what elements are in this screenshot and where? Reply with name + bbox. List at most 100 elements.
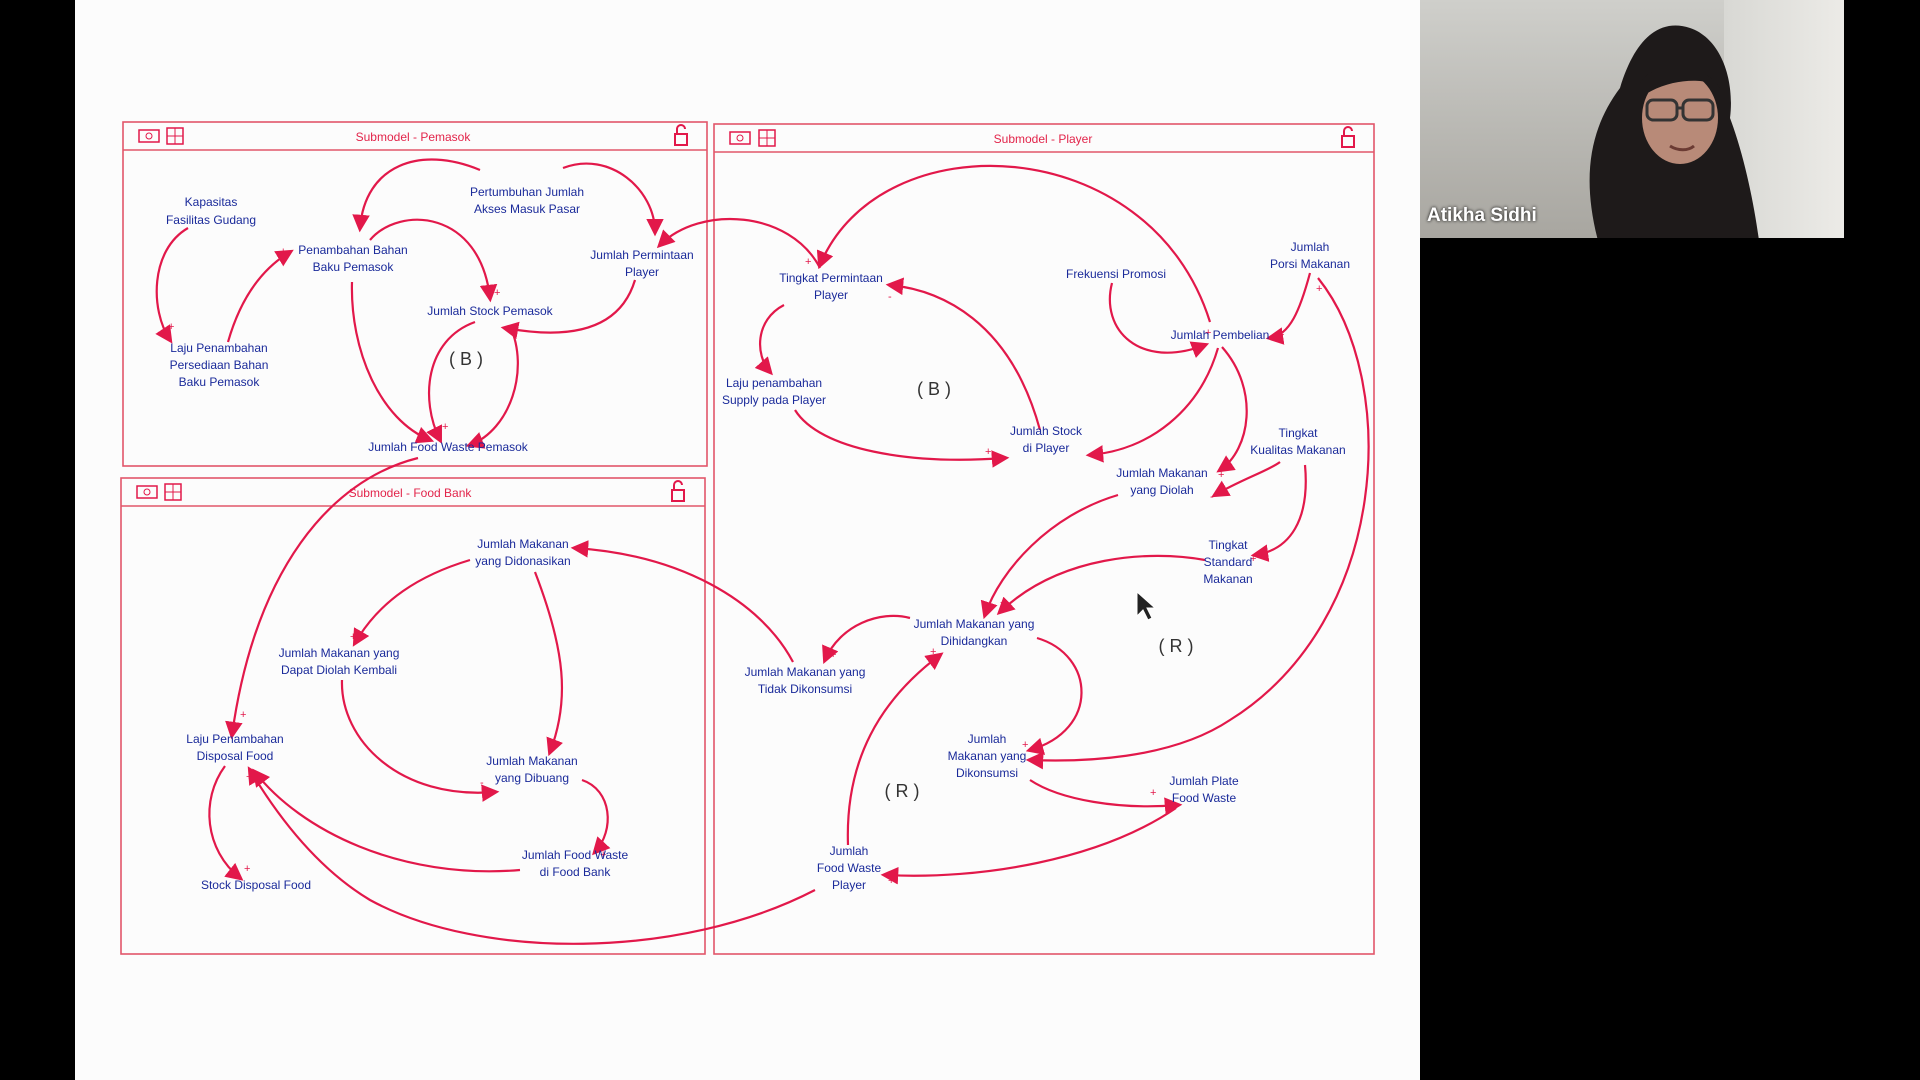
grid-icon[interactable] bbox=[166, 127, 184, 145]
view-toggle-icon[interactable] bbox=[136, 485, 158, 499]
link-dihidangkan-dikonsumsi bbox=[1025, 636, 1083, 755]
node-tidak-dikonsumsi-line1: Jumlah Makanan yang bbox=[745, 665, 866, 679]
participant-video-tile[interactable]: Atikha Sidhi bbox=[1420, 0, 1844, 238]
link-stock-foodwaste-2 bbox=[465, 325, 519, 449]
svg-text:-: - bbox=[888, 291, 892, 303]
node-kualitas-line1: Tingkat bbox=[1279, 426, 1319, 440]
node-tidak-dikonsumsi-line2: Tidak Dikonsumsi bbox=[758, 682, 852, 696]
svg-text:-: - bbox=[480, 777, 484, 789]
loop-balancing-pemasok: ( B ) bbox=[449, 349, 483, 369]
link-kapasitas-laju bbox=[155, 227, 189, 344]
link-fwpemasok-lajudisposal bbox=[225, 456, 419, 740]
link-fwplayer-lajudisposal bbox=[247, 766, 816, 945]
link-porsi-dikonsumsi bbox=[1025, 277, 1370, 770]
node-fw-foodbank-line2: di Food Bank bbox=[540, 865, 612, 879]
panel-pemasok: Submodel - Pemasok bbox=[122, 121, 708, 467]
slide-canvas bbox=[75, 0, 1420, 1080]
node-permintaan-line1: Jumlah Permintaan bbox=[590, 248, 693, 262]
link-didonasikan-dibuang bbox=[533, 571, 564, 757]
svg-text:+: + bbox=[1022, 739, 1028, 751]
svg-text:+: + bbox=[600, 849, 606, 861]
svg-text:+: + bbox=[432, 429, 438, 441]
link-fwfoodbank-lajudisposal bbox=[252, 768, 521, 873]
link-pembelian-tingkat bbox=[816, 164, 1212, 323]
link-stock-tingkat bbox=[885, 277, 1042, 431]
node-diolah-kembali-line2: Dapat Diolah Kembali bbox=[281, 663, 397, 677]
node-pembelian: Jumlah Pembelian bbox=[1171, 328, 1270, 342]
node-kualitas-line2: Kualitas Makanan bbox=[1250, 443, 1345, 457]
svg-text:+: + bbox=[168, 321, 174, 333]
node-plate-line2: Food Waste bbox=[1172, 791, 1237, 805]
link-tingkat-laju-supply bbox=[754, 304, 785, 376]
view-toggle-icon[interactable] bbox=[138, 129, 160, 143]
node-tingkat-permintaan-line1: Tingkat Permintaan bbox=[779, 271, 883, 285]
link-didonasikan-diolahkembali bbox=[352, 558, 471, 647]
participant-name: Atikha Sidhi bbox=[1427, 205, 1537, 226]
svg-text:+: + bbox=[985, 446, 991, 458]
loop-markers: ( B ) ( B ) ( R ) ( R ) bbox=[449, 349, 1194, 801]
loop-reinforcing-foodwaste: ( R ) bbox=[885, 781, 920, 801]
node-fw-foodbank-line1: Jumlah Food Waste bbox=[522, 848, 629, 862]
link-diolahkembali-dibuang bbox=[340, 679, 500, 802]
node-dihidangkan-line2: Dihidangkan bbox=[941, 634, 1008, 648]
svg-text:+: + bbox=[240, 709, 246, 721]
link-kualitas-diolah bbox=[1211, 461, 1281, 498]
node-pertumbuhan-line2: Akses Masuk Pasar bbox=[474, 202, 580, 216]
node-diolah-line2: yang Diolah bbox=[1130, 483, 1193, 497]
svg-text:+: + bbox=[350, 631, 356, 643]
node-laju-line2: Persediaan Bahan bbox=[170, 358, 269, 372]
grid-icon[interactable] bbox=[758, 129, 776, 147]
node-dibuang-line2: yang Dibuang bbox=[495, 771, 569, 785]
panel-foodbank: Submodel - Food Bank bbox=[120, 477, 706, 955]
node-penambahan-line2: Baku Pemasok bbox=[313, 260, 395, 274]
node-dibuang-line1: Jumlah Makanan bbox=[486, 754, 577, 768]
node-dikonsumsi-line2: Makanan yang bbox=[948, 749, 1027, 763]
node-frekuensi: Frekuensi Promosi bbox=[1066, 267, 1166, 281]
node-pertumbuhan-line1: Pertumbuhan Jumlah bbox=[470, 185, 584, 199]
link-frekuensi-pembelian bbox=[1108, 282, 1210, 358]
link-dikonsumsi-plate bbox=[1029, 779, 1183, 815]
node-penambahan-line1: Penambahan Bahan bbox=[298, 243, 407, 257]
node-plate-line1: Jumlah Plate bbox=[1169, 774, 1239, 788]
link-permintaan-stock bbox=[500, 279, 637, 340]
panel-player: Submodel - Player bbox=[713, 123, 1375, 955]
svg-text:+: + bbox=[888, 875, 894, 887]
move-cursor-icon bbox=[1136, 590, 1157, 621]
svg-text:+: + bbox=[442, 421, 448, 433]
node-dikonsumsi-line1: Jumlah bbox=[968, 732, 1007, 746]
svg-text:+: + bbox=[830, 649, 836, 661]
node-stock-player-line2: di Player bbox=[1023, 441, 1070, 455]
panel-pemasok-title: Submodel - Pemasok bbox=[356, 130, 472, 144]
node-diolah-line1: Jumlah Makanan bbox=[1116, 466, 1207, 480]
link-plate-fwplayer bbox=[880, 807, 1177, 885]
link-pembelian-diolah bbox=[1216, 346, 1248, 473]
link-fwplayer-dihidangkan bbox=[846, 652, 944, 846]
link-supply-stock bbox=[794, 409, 1010, 468]
node-laju-supply-line1: Laju penambahan bbox=[726, 376, 822, 390]
view-toggle-icon[interactable] bbox=[729, 131, 751, 145]
node-standard-line1: Tingkat bbox=[1209, 538, 1249, 552]
link-pertumbuhan-penambahan bbox=[352, 158, 481, 233]
node-tingkat-permintaan-line2: Player bbox=[814, 288, 848, 302]
diagram-nodes: Kapasitas Fasilitas Gudang Pertumbuhan J… bbox=[166, 185, 1350, 892]
svg-text:+: + bbox=[244, 863, 250, 875]
node-standard-line3: Makanan bbox=[1203, 572, 1252, 586]
link-diolah-dihidangkan bbox=[980, 493, 1119, 620]
node-fw-player-line1: Jumlah bbox=[830, 844, 869, 858]
svg-text:-: - bbox=[1210, 491, 1214, 503]
lock-icon[interactable] bbox=[1341, 126, 1355, 148]
node-dihidangkan-line1: Jumlah Makanan yang bbox=[914, 617, 1035, 631]
svg-text:+: + bbox=[246, 771, 252, 783]
node-fw-player-line2: Food Waste bbox=[817, 861, 882, 875]
participant-avatar bbox=[1589, 25, 1759, 238]
link-lajudisposal-stockdisposal bbox=[208, 765, 244, 881]
svg-text:+: + bbox=[280, 246, 286, 258]
node-kapasitas-line2: Fasilitas Gudang bbox=[166, 213, 256, 227]
svg-text:+: + bbox=[1316, 283, 1322, 295]
node-kapasitas-line1: Kapasitas bbox=[185, 195, 238, 209]
lock-icon[interactable] bbox=[674, 124, 688, 146]
grid-icon[interactable] bbox=[164, 483, 182, 501]
panel-foodbank-title: Submodel - Food Bank bbox=[349, 486, 473, 500]
lock-icon[interactable] bbox=[671, 480, 685, 502]
